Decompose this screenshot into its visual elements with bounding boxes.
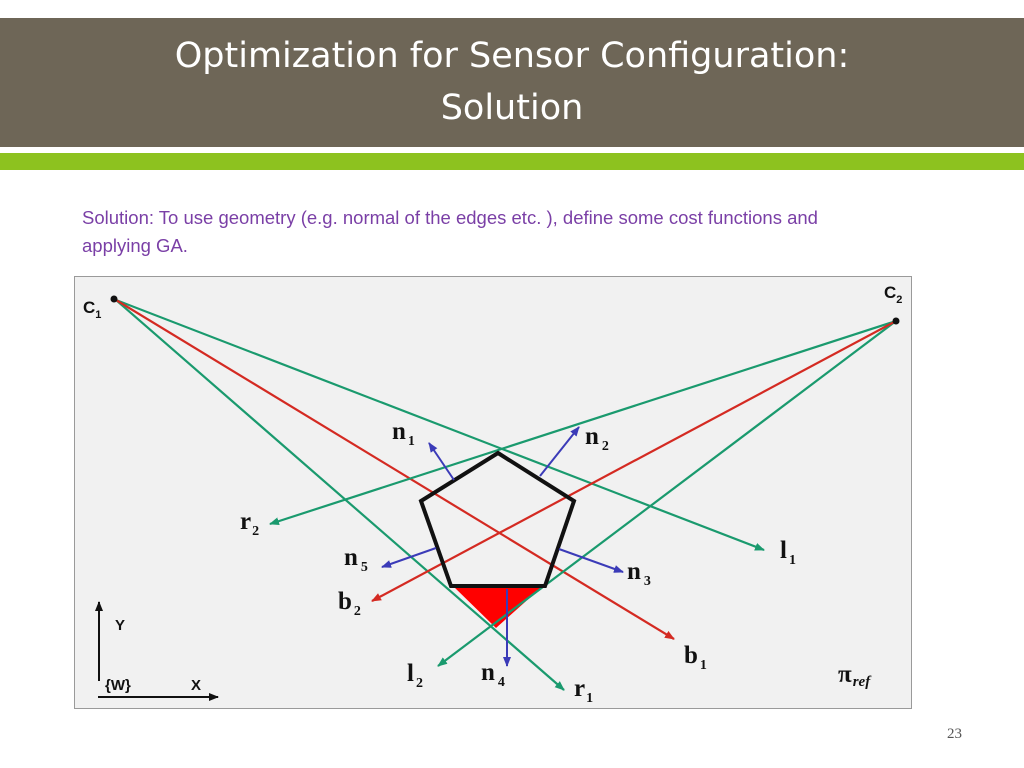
- title-divider: [0, 147, 1024, 153]
- ray-r2: [269, 319, 897, 526]
- ray-b1: [115, 299, 675, 640]
- page-number: 23: [947, 726, 962, 742]
- ray-r2-label: r2: [240, 508, 259, 539]
- camera-c1-label: C1: [83, 298, 101, 321]
- ray-l1: [115, 298, 765, 552]
- diagram-panel: [74, 276, 912, 709]
- pentagon-object: [418, 450, 577, 588]
- ray-b2: [371, 320, 897, 602]
- title-line-2: Solution: [440, 88, 584, 128]
- solution-text: Solution: To use geometry (e.g. normal o…: [82, 207, 818, 256]
- y-axis-label: Y: [115, 617, 125, 634]
- world-frame-label: {W}: [105, 677, 131, 694]
- ray-r1: [115, 299, 565, 691]
- title-line-1: Optimization for Sensor Configuration:: [174, 36, 850, 76]
- occluded-region: [453, 586, 543, 628]
- reference-plane-label: πref: [838, 661, 872, 690]
- ray-r1-label: r1: [574, 675, 593, 706]
- x-axis-label: X: [191, 677, 201, 694]
- camera-c2-label: C2: [884, 283, 902, 306]
- title-bar: [0, 18, 1024, 147]
- normal-n1-arrow: [428, 442, 455, 481]
- normal-n2-arrow: [539, 426, 580, 477]
- slide-title: Optimization for Sensor Configuration: S…: [0, 30, 1024, 134]
- normal-n5-arrow: [381, 547, 437, 568]
- normal-n3-arrow: [558, 548, 624, 573]
- accent-rule: [0, 153, 1024, 170]
- camera-c1-point: [110, 295, 118, 303]
- ray-l2: [437, 320, 897, 667]
- camera-c2-point: [892, 317, 900, 325]
